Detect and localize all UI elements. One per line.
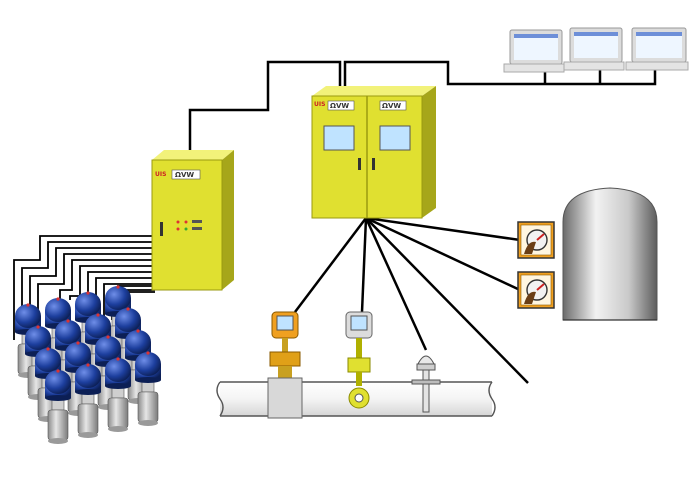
tank-level-gauge-1[interactable] (517, 221, 555, 259)
main-cabinet-logo-left: ΩVW (330, 102, 349, 110)
control-valve[interactable] (135, 351, 161, 426)
left-cabinet-badge: UIS (155, 171, 166, 178)
left-cabinet-logo: ΩVW (175, 171, 194, 179)
control-valve[interactable] (105, 357, 131, 432)
main-cabinet-badge: UIS (314, 101, 325, 108)
left-cabinet-indicators (176, 220, 202, 231)
main-cabinet-screen-left (323, 125, 355, 151)
valve-bank (15, 285, 161, 444)
temperature-sensor[interactable] (411, 355, 441, 413)
main-cabinet-handle-right[interactable] (372, 158, 375, 170)
flow-transmitter[interactable] (267, 311, 303, 419)
main-control-cabinet[interactable]: UIS ΩVW ΩVW (311, 86, 436, 219)
main-cabinet-logo-right: ΩVW (382, 102, 401, 110)
main-cabinet-handle-left[interactable] (358, 158, 361, 170)
workstation-1[interactable] (503, 29, 565, 73)
workstation-2[interactable] (563, 27, 625, 71)
vortex-transmitter-display (350, 315, 368, 331)
main-cabinet-screen-right (379, 125, 411, 151)
workstation-3[interactable] (625, 27, 689, 71)
network-cables (188, 60, 657, 384)
control-valve[interactable] (75, 363, 101, 438)
tank-level-gauge-2[interactable] (517, 271, 555, 309)
field-control-cabinet[interactable]: UIS ΩVW (151, 150, 234, 291)
storage-tank (562, 187, 658, 321)
vortex-transmitter[interactable] (345, 311, 373, 409)
flow-transmitter-display (276, 315, 294, 331)
left-cabinet-handle[interactable] (160, 222, 163, 236)
control-valve[interactable] (45, 369, 71, 444)
workstation-group (503, 27, 689, 73)
